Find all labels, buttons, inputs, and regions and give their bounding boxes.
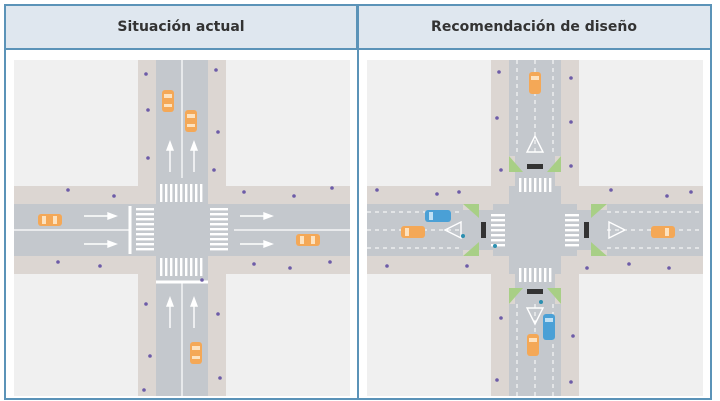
planters: [463, 156, 607, 304]
taxi-car-2: [401, 226, 425, 238]
blue-car-2: [543, 314, 555, 340]
taxi-car-5: [190, 342, 202, 364]
lane-arrows: [84, 140, 274, 328]
recommended-intersection-diagram: [367, 60, 703, 396]
speed-humps: [481, 164, 589, 294]
crosswalk-east: [210, 208, 228, 251]
panel-header-current: Situación actual: [6, 6, 357, 50]
taxi-car-4: [527, 334, 539, 356]
panel-header-recommended: Recomendación de diseño: [357, 6, 710, 50]
recommended-intersection: [367, 60, 703, 396]
cyclists: [461, 234, 543, 304]
panel-title-current: Situación actual: [117, 19, 245, 35]
taxi-car-1: [162, 90, 174, 112]
crosswalk-north: [160, 184, 203, 202]
pedestrians: [56, 68, 334, 392]
crosswalk-west: [136, 208, 154, 251]
yield-markings: [443, 134, 627, 326]
taxi-car-4: [296, 234, 320, 246]
current-intersection: [14, 60, 350, 396]
taxi-car-2: [185, 110, 197, 132]
comparison-frame: Situación actual Recomendación de diseño: [4, 4, 712, 400]
blue-car-1: [425, 210, 451, 222]
taxi-car-3: [38, 214, 62, 226]
panel-title-recommended: Recomendación de diseño: [431, 19, 637, 35]
taxi-car-1: [529, 72, 541, 94]
crosswalk-south: [160, 258, 203, 276]
panel-divider: [357, 6, 359, 398]
taxi-car-3: [651, 226, 675, 238]
current-intersection-diagram: [14, 60, 350, 396]
